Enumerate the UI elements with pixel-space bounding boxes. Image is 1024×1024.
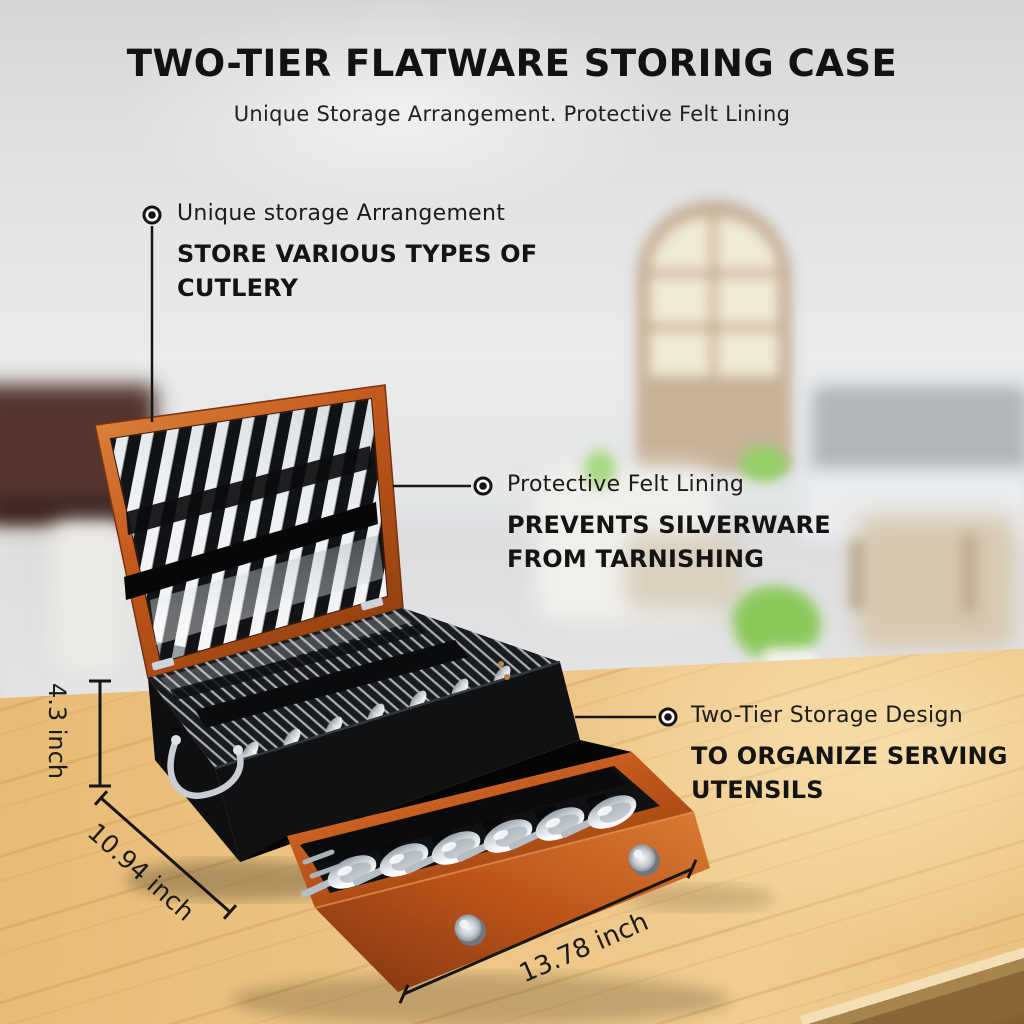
door-blurred (636, 200, 792, 472)
lid-hinge-right (360, 597, 384, 611)
upper-tier-felt-divider-row (170, 624, 426, 700)
upper-tier-front-rim (214, 660, 561, 770)
callout-bullet (473, 476, 493, 496)
drawer-front-rim-highlight (314, 811, 695, 909)
callout-bullet (142, 205, 162, 225)
width-dimension-line (398, 859, 698, 1004)
drawer-knob-left (454, 914, 486, 946)
drawer-felt-divider-row (300, 768, 628, 866)
left-sofa-base (0, 498, 140, 520)
callout-bold-line: TO ORGANIZE SERVING (691, 742, 1008, 770)
left-chair-blurred (52, 522, 126, 672)
callout-bullet (658, 707, 678, 727)
height-dimension-line (89, 679, 111, 788)
fork-tips-shine (160, 612, 412, 692)
chair-leg (850, 540, 864, 610)
lid-felt-divider-row (126, 446, 372, 535)
plant-leaf (740, 446, 788, 482)
wall-corner-shade (860, 0, 1024, 300)
knife-blades-shine (150, 535, 384, 645)
case-upper-tier (148, 608, 580, 862)
page-subtitle: Unique Storage Arrangement. Protective F… (233, 102, 791, 126)
plant-leaf (584, 450, 616, 488)
dimension-height-label: 4.3 inch (43, 682, 71, 780)
case-lid (94, 384, 404, 679)
lid-hinge-left (151, 657, 175, 671)
plant-leaves (733, 586, 821, 660)
center-table-blurred (626, 534, 742, 610)
lid-elastic-strap (124, 502, 378, 600)
callout-bold-line: UTENSILS (691, 776, 824, 804)
door-window-mullion (650, 270, 778, 277)
brass-screw (498, 661, 504, 667)
callout-label: Two-Tier Storage Design (691, 703, 963, 728)
drawer-knob-right (628, 844, 660, 876)
spoons (300, 795, 637, 898)
door-window (650, 218, 778, 376)
upper-tier-felt-blocks (195, 640, 468, 728)
callout-bold-line: STORE VARIOUS TYPES OF (177, 240, 538, 268)
depth-dimension-line (93, 790, 238, 920)
callout-bold-line: CUTLERY (177, 274, 299, 302)
upper-tier-left-face (148, 678, 240, 862)
callout-label: Protective Felt Lining (507, 472, 745, 497)
page-title: TWO-TIER FLATWARE STORING CASE (126, 42, 898, 85)
right-chair-blurred (858, 516, 1014, 648)
wall-light-glow (120, 0, 680, 220)
spoon (456, 819, 533, 862)
chair-leg (962, 535, 976, 613)
case-drawer (240, 740, 710, 992)
callout-two-tier: Two-Tier Storage Design TO ORGANIZE SERV… (691, 703, 1008, 807)
callout-protective-felt: Protective Felt Lining PREVENTS SILVERWA… (507, 472, 831, 576)
callout-bold-line: FROM TARNISHING (507, 545, 765, 573)
door-window-mullion (710, 218, 717, 376)
drawer-gap-shadow (240, 740, 632, 862)
callout-label: Unique storage Arrangement (177, 201, 506, 226)
swing-handle (167, 735, 244, 800)
callout-bold-line: PREVENTS SILVERWARE (507, 511, 831, 539)
upper-tier-front-face (215, 662, 580, 862)
brass-screw (504, 674, 510, 680)
spoon (560, 795, 637, 838)
drawer-front-face (315, 812, 710, 992)
door-window-mullion (650, 324, 778, 331)
callout-unique-storage: Unique storage Arrangement STORE VARIOUS… (177, 201, 537, 305)
spoon-handle (302, 849, 335, 865)
